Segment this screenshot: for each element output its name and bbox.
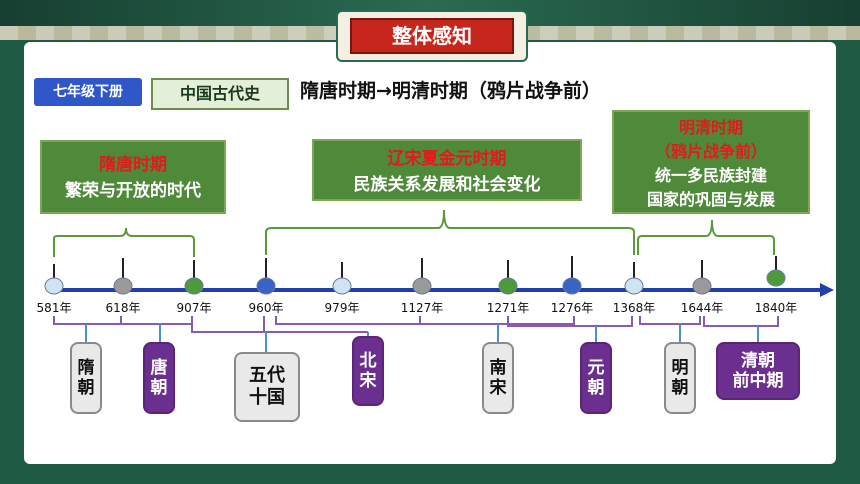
group-title-line2: （鸦片战争前） xyxy=(654,142,767,161)
period-tang: 唐 朝 xyxy=(143,342,175,414)
brace-mingqing xyxy=(637,219,775,255)
year-label: 979年 xyxy=(325,301,360,315)
timeline-dot xyxy=(256,277,276,295)
period-brackets xyxy=(53,316,779,333)
period-label-line2: 朝 xyxy=(587,378,605,398)
timeline-dot xyxy=(113,277,133,295)
timeline-dot xyxy=(184,277,204,295)
group-box-suitang: 隋唐时期 繁荣与开放的时代 xyxy=(40,140,226,214)
year-label: 1644年 xyxy=(681,301,724,315)
period-label-line1: 唐 xyxy=(150,357,168,378)
period-label-line1: 清朝 xyxy=(741,350,775,371)
brace-suitang xyxy=(53,227,195,257)
period-connectors xyxy=(85,324,759,352)
period-label-line2: 朝 xyxy=(150,378,168,398)
group-title: 隋唐时期 xyxy=(99,155,167,175)
year-label: 1276年 xyxy=(551,301,594,315)
period-label-line1: 明 xyxy=(671,357,689,378)
period-label-line2: 朝 xyxy=(671,378,689,398)
year-label: 618年 xyxy=(106,301,141,315)
timeline-dot xyxy=(332,277,352,295)
period-ming: 明 朝 xyxy=(664,342,696,414)
period-label-line2: 宋 xyxy=(489,378,507,398)
period-label-line2: 十国 xyxy=(249,387,285,408)
timeline-dot xyxy=(692,277,712,295)
period-label-line1: 元 xyxy=(587,357,605,378)
group-subtitle: 民族关系发展和社会变化 xyxy=(353,175,541,195)
period-label-line2: 朝 xyxy=(77,378,95,398)
timeline-arrow xyxy=(820,283,834,297)
group-box-mingqing: 明清时期 （鸦片战争前） 统一多民族封建 国家的巩固与发展 xyxy=(612,110,810,214)
period-beisong: 北 宋 xyxy=(352,336,384,406)
period-label-line2: 前中期 xyxy=(732,371,784,391)
timeline-dot xyxy=(412,277,432,295)
year-label: 907年 xyxy=(177,301,212,315)
timeline-dot xyxy=(44,277,64,295)
group-subtitle: 繁荣与开放的时代 xyxy=(65,181,201,201)
period-label-line1: 五代 xyxy=(249,365,285,387)
year-label: 1840年 xyxy=(755,301,798,315)
page-title: 整体感知 xyxy=(350,18,514,54)
period-qing: 清朝 前中期 xyxy=(716,342,800,400)
period-yuan: 元 朝 xyxy=(580,342,612,414)
year-label: 581年 xyxy=(37,301,72,315)
timeline-dot xyxy=(498,277,518,295)
year-label: 1271年 xyxy=(487,301,530,315)
year-label: 960年 xyxy=(249,301,284,315)
timeline-dot xyxy=(766,269,786,287)
period-nansong: 南 宋 xyxy=(482,342,514,414)
year-label: 1127年 xyxy=(401,301,444,315)
group-subtitle-line2: 国家的巩固与发展 xyxy=(646,190,775,209)
timeline-dot xyxy=(562,277,582,295)
subject-tag: 中国古代史 xyxy=(151,78,289,110)
period-sui: 隋 朝 xyxy=(70,342,102,414)
group-box-liaosong: 辽宋夏金元时期 民族关系发展和社会变化 xyxy=(312,139,582,201)
period-label-line1: 隋 xyxy=(77,357,95,378)
group-title: 辽宋夏金元时期 xyxy=(387,149,507,169)
title-frame: 整体感知 xyxy=(336,10,528,62)
grade-tag: 七年级下册 xyxy=(34,78,142,106)
period-label-line2: 宋 xyxy=(359,371,377,391)
group-subtitle-line1: 统一多民族封建 xyxy=(654,166,767,185)
brace-liaosong xyxy=(265,209,635,255)
group-title-line1: 明清时期 xyxy=(678,118,743,137)
year-label: 1368年 xyxy=(613,301,656,315)
period-label-line1: 北 xyxy=(359,350,377,371)
main-title: 隋唐时期→明清时期（鸦片战争前） xyxy=(300,80,601,102)
period-wudai: 五代 十国 xyxy=(234,352,300,422)
timeline-dot xyxy=(624,277,644,295)
period-label-line1: 南 xyxy=(489,357,507,378)
